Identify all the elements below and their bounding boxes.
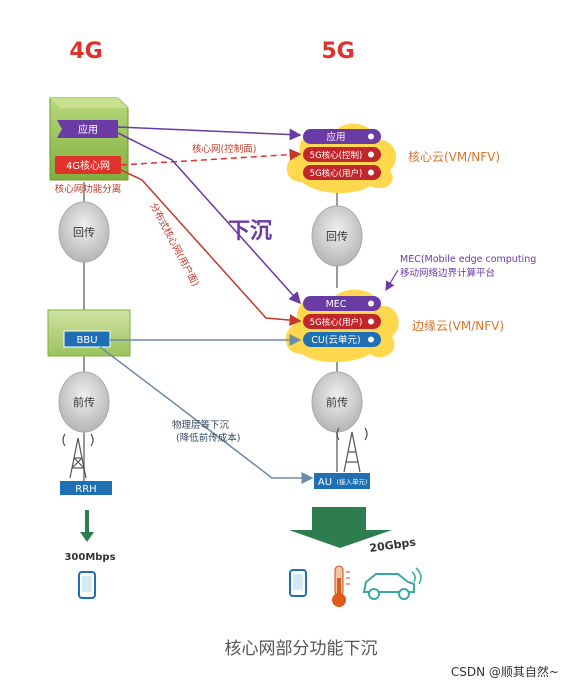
backhaul-4g-node: 回传	[58, 201, 110, 263]
app-5g-label: 应用	[326, 131, 345, 143]
fronthaul-5g-node: 前传	[311, 371, 363, 433]
link-app-to-mec	[117, 132, 302, 305]
app-4g-label: 应用	[78, 123, 98, 136]
watermark: CSDN @顺其自然~	[451, 664, 559, 679]
fronthaul-4g-node: 前传	[58, 371, 110, 433]
core-5g-user-label: 5G核心(用户)	[310, 168, 363, 179]
edge-cloud-label: 边缘云(VM/NFV)	[412, 319, 504, 333]
rrh-label: RRH	[75, 484, 96, 495]
arrow-down-icon	[80, 510, 94, 542]
edge-core-5g-user-label: 5G核心(用户)	[310, 317, 363, 328]
core-5g-control-label: 5G核心(控制)	[310, 150, 363, 161]
core-5g-user: 5G核心(用户)	[303, 165, 381, 180]
fronthaul-5g-label: 前传	[326, 395, 348, 409]
core-4g: 4G核心网	[55, 156, 121, 174]
thermometer-icon	[332, 565, 350, 607]
app-4g: 应用	[57, 120, 118, 138]
edge-core-5g-user: 5G核心(用户)	[303, 314, 381, 329]
link-core-control-plane	[120, 148, 302, 166]
cu-node: CU(云单元)	[303, 332, 381, 347]
au-box: AU (接入单元)	[314, 473, 370, 489]
phone-5g-icon	[289, 569, 307, 597]
link-app-to-5g-app	[117, 126, 302, 141]
header-5g: 5G	[321, 39, 354, 64]
core-4g-label: 4G核心网	[66, 159, 110, 172]
link-core-user-plane	[120, 169, 302, 327]
mec-node: MEC	[303, 296, 381, 311]
mec-label: MEC	[326, 299, 347, 310]
cu-label: CU(云单元)	[311, 334, 361, 346]
big-arrow-down-icon	[289, 507, 392, 548]
core-4g-caption: 核心网功能分离	[55, 183, 122, 195]
control-plane-label: 核心网(控制面)	[192, 143, 256, 155]
mec-note-line1: MEC(Mobile edge computing	[400, 254, 536, 265]
app-5g: 应用	[303, 129, 381, 144]
bbu-box: BBU	[47, 309, 131, 357]
fronthaul-4g-label: 前传	[73, 395, 95, 409]
backhaul-5g-label: 回传	[326, 230, 348, 243]
mec-note-line2: 移动网络边界计算平台	[400, 267, 495, 279]
au-label: AU	[318, 477, 332, 488]
distributed-user-plane-label: 分布式核心网(用户面)	[147, 201, 201, 289]
au-sub-label: (接入单元)	[336, 477, 367, 486]
speed-5g: 20Gbps	[369, 536, 417, 555]
physical-layer-line2: (降低前传成本)	[176, 432, 240, 444]
speed-4g: 300Mbps	[64, 552, 115, 563]
phone-icon	[78, 571, 96, 599]
physical-layer-line1: 物理层等下沉	[172, 419, 230, 431]
backhaul-5g-node: 回传	[311, 205, 363, 267]
core-cloud-label: 核心云(VM/NFV)	[408, 150, 500, 164]
backhaul-4g-label: 回传	[73, 226, 95, 239]
header-4g: 4G	[69, 39, 102, 64]
sink-label: 下沉	[228, 219, 272, 244]
tower-icon	[62, 433, 94, 479]
rrh-box: RRH	[60, 481, 112, 495]
core-5g-control: 5G核心(控制)	[303, 147, 381, 162]
figure-caption: 核心网部分功能下沉	[225, 639, 378, 659]
tower-5g-icon	[336, 427, 368, 473]
mec-note-pointer	[385, 269, 399, 292]
car-icon	[362, 567, 422, 600]
bbu-label: BBU	[76, 335, 97, 346]
link-bbu-to-au	[99, 346, 314, 484]
